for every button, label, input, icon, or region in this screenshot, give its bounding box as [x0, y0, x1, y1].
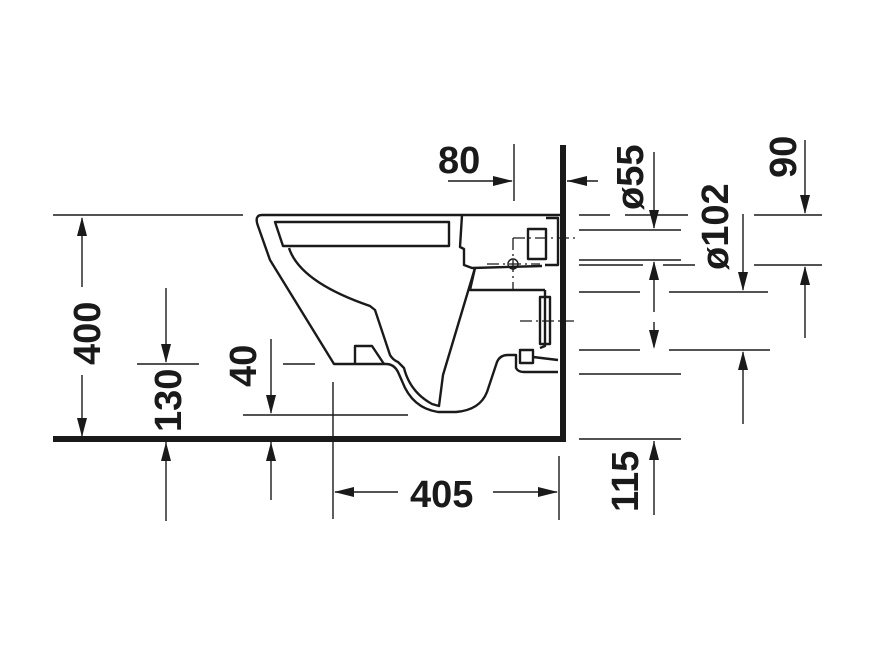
toilet-bowl-outline: [255, 213, 560, 414]
label-80: 80: [438, 140, 480, 182]
dimension-diameter-55: ø55: [610, 145, 659, 349]
label-115: 115: [605, 451, 647, 512]
label-diameter-55: ø55: [610, 145, 652, 210]
dimension-400: 400: [53, 214, 243, 437]
dimension-80: 80: [438, 140, 598, 201]
label-130: 130: [148, 369, 190, 432]
center-lines: [487, 237, 575, 322]
label-diameter-102: ø102: [695, 183, 737, 270]
label-90: 90: [763, 136, 805, 178]
dimension-115: 115: [605, 441, 659, 515]
dimension-diameter-102: ø102: [695, 183, 748, 424]
dimension-90: 90: [763, 136, 810, 338]
label-40: 40: [223, 345, 265, 387]
dimension-130: 130: [137, 288, 199, 521]
dimension-405: 405: [332, 382, 560, 520]
label-400: 400: [67, 302, 109, 365]
dimension-40: 40: [223, 339, 408, 500]
reference-lines: [579, 214, 822, 440]
label-405: 405: [410, 474, 473, 516]
